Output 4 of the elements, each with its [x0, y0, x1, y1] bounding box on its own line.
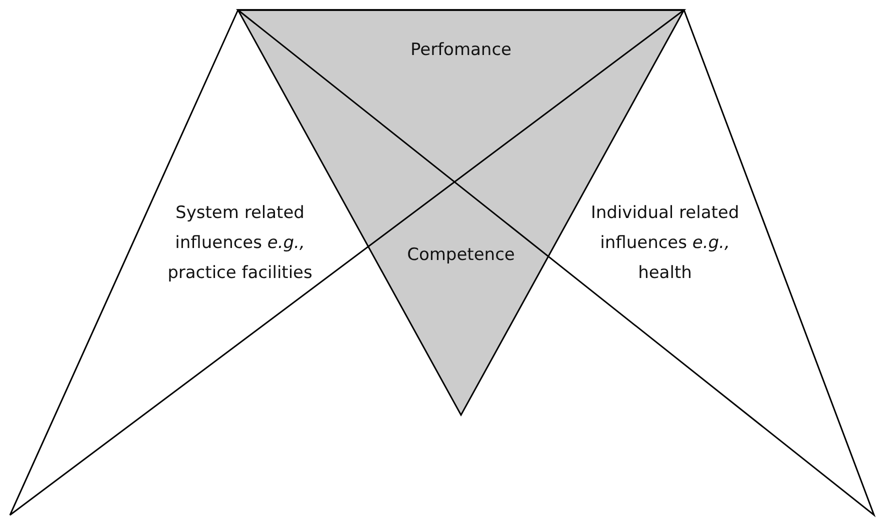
node-label: Competence [406, 244, 516, 267]
node-label: Individual related influences e.g., health [590, 202, 740, 285]
node-label: Perfomance [409, 39, 513, 62]
node-label: System related influences e.g., practice facilities [166, 202, 314, 285]
